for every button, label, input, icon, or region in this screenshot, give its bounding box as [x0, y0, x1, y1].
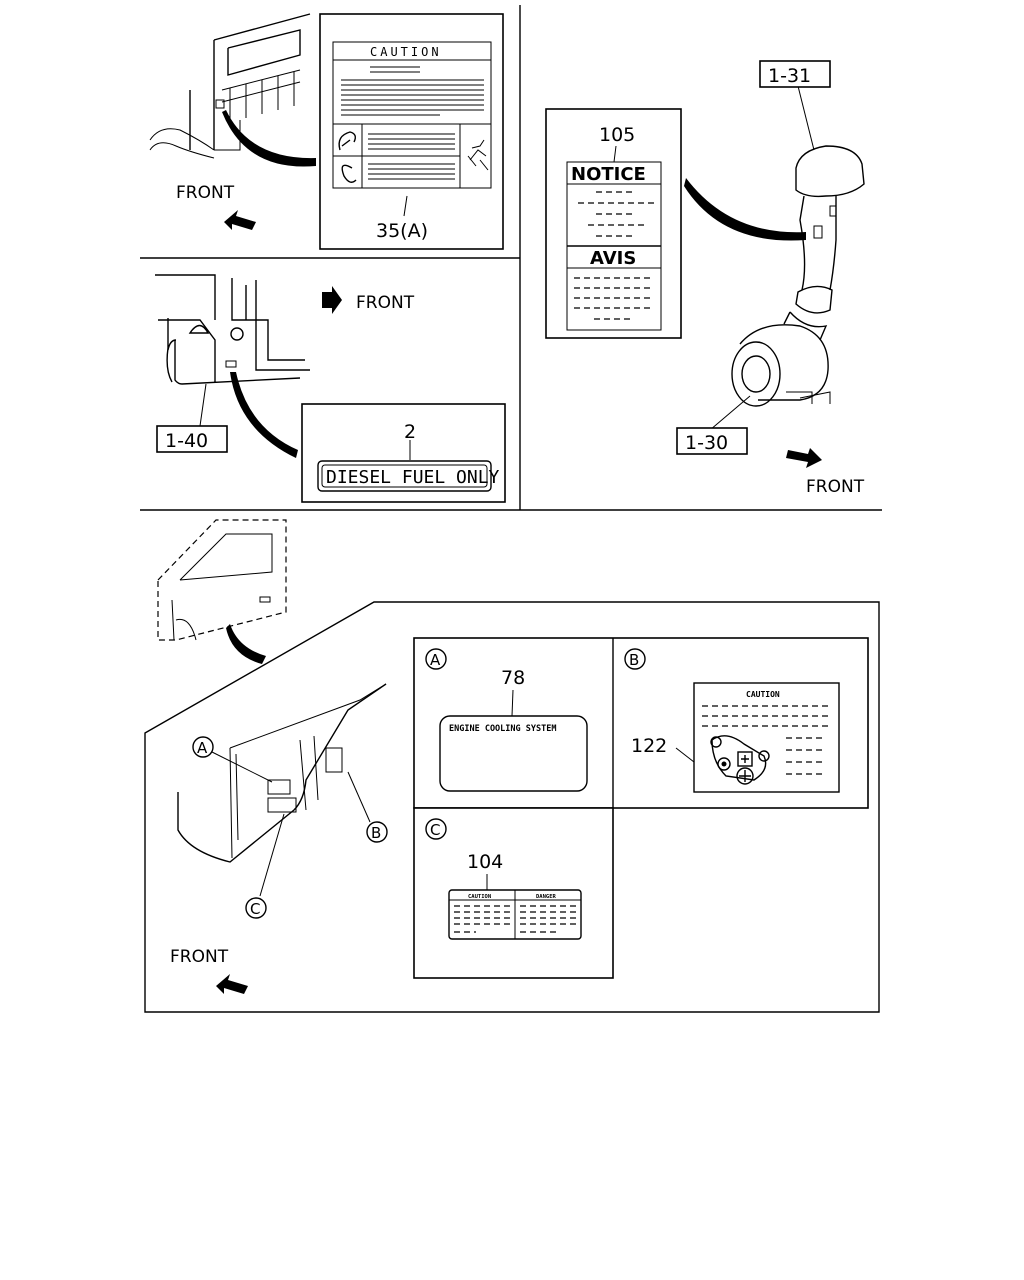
- small-caution-title: CAUTION: [468, 894, 491, 900]
- section-dividers: [140, 5, 882, 511]
- battery-caution-title: CAUTION: [746, 690, 780, 699]
- ref-box-1-30: 1-30: [676, 427, 748, 455]
- front-indicator-top-left: FRONT: [176, 183, 256, 230]
- caution-text-lines: [341, 66, 484, 116]
- ref-box-1-40: 1-40: [156, 425, 228, 453]
- battery-box-sketch: [177, 683, 387, 897]
- front-arrow-icon: [786, 448, 822, 468]
- ref-1-30: 1-30: [685, 432, 728, 454]
- ref-1-40: 1-40: [165, 430, 208, 452]
- caution-title: CAUTION: [370, 45, 442, 59]
- part-number-104: 104: [467, 851, 503, 873]
- callout-c-circle: C: [245, 897, 267, 919]
- part-number-35a: 35(A): [376, 220, 428, 242]
- front-label: FRONT: [806, 477, 865, 497]
- callout-c-label: C: [250, 900, 260, 918]
- label-text-lines: [368, 133, 455, 180]
- front-indicator-middle: FRONT: [322, 286, 415, 314]
- front-arrow-icon: [322, 286, 342, 314]
- notice-text-lines: [578, 191, 654, 237]
- detail-a-label: A: [430, 651, 441, 669]
- front-arrow-icon: [216, 974, 248, 994]
- fuel-tank-sketch: [155, 274, 310, 458]
- battery-caution-lines: [702, 705, 832, 775]
- engine-cooling-system-text: ENGINE COOLING SYSTEM: [449, 724, 556, 734]
- notice-title: NOTICE: [571, 164, 646, 185]
- detail-c-label: C: [430, 821, 440, 839]
- front-indicator-bottom: FRONT: [170, 947, 248, 994]
- sprayer-icon: [467, 139, 489, 171]
- part-number-122: 122: [631, 735, 667, 757]
- front-indicator-top-right: FRONT: [786, 448, 865, 497]
- diesel-label-box: 2 DIESEL FUEL ONLY: [301, 403, 506, 503]
- ref-box-1-31: 1-31: [759, 60, 831, 88]
- part-number-2: 2: [404, 421, 416, 443]
- front-label: FRONT: [356, 293, 415, 313]
- avis-title: AVIS: [590, 248, 636, 269]
- detail-outline: [144, 601, 880, 1013]
- hook-warning-icon: [341, 164, 357, 183]
- detail-b-panel: B CAUTION 122: [624, 648, 840, 793]
- notice-label-box: 105 NOTICE AVIS: [545, 108, 682, 339]
- detail-grid: [413, 637, 869, 979]
- callout-b-circle: B: [366, 821, 388, 843]
- cab-door-sketch: [157, 519, 287, 664]
- diesel-fuel-only-text: DIESEL FUEL ONLY: [326, 467, 500, 488]
- detail-c-panel: C 104 CAUTION DANGER: [425, 818, 582, 940]
- small-danger-title: DANGER: [536, 894, 557, 900]
- caution-danger-lines: [454, 905, 576, 933]
- air-intake-sketch: [684, 85, 865, 431]
- part-number-78: 78: [501, 667, 525, 689]
- avis-text-lines: [574, 277, 654, 320]
- callout-b-label: B: [371, 824, 381, 842]
- front-arrow-icon: [224, 210, 256, 230]
- front-label: FRONT: [170, 947, 229, 967]
- battery-diagram-icon: [711, 735, 767, 781]
- hand-warning-icon: [338, 131, 357, 151]
- detail-a-panel: A 78 ENGINE COOLING SYSTEM: [425, 648, 588, 792]
- ref-1-31: 1-31: [768, 65, 811, 87]
- callout-a-label: A: [197, 739, 208, 757]
- part-number-105: 105: [599, 124, 635, 146]
- caution-label-35a: CAUTION: [319, 13, 504, 250]
- callout-a-circle: A: [192, 736, 214, 758]
- cab-interior-sketch: [149, 13, 316, 167]
- detail-b-label: B: [629, 651, 639, 669]
- front-label: FRONT: [176, 183, 235, 203]
